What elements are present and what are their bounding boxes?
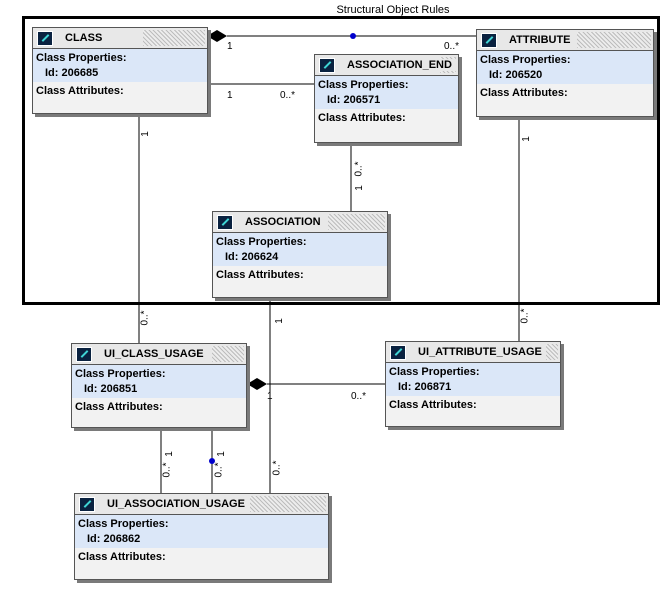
multiplicity-label: 0..*	[139, 310, 151, 326]
multiplicity-label: 0..*	[271, 460, 283, 476]
class-icon	[217, 214, 233, 230]
multiplicity-label: 1	[215, 451, 227, 457]
class-properties-label: Class Properties:	[78, 518, 169, 530]
class-properties-label: Class Properties:	[389, 366, 480, 378]
class-icon	[76, 346, 92, 362]
composition-diamond	[247, 378, 267, 390]
class-name: CLASS	[61, 32, 107, 44]
multiplicity-label: 1	[353, 185, 365, 191]
multiplicity-label: 0..*	[353, 161, 365, 177]
multiplicity-label: 0..*	[280, 90, 296, 101]
multiplicity-label: 1	[227, 41, 233, 52]
class-box-ui-attribute-usage[interactable]: UI_ATTRIBUTE_USAGE Class Properties: Id: …	[385, 341, 561, 427]
class-attributes-label: Class Attributes:	[36, 85, 124, 97]
multiplicity-label: 1	[273, 318, 285, 324]
class-id: Id: 206685	[45, 67, 99, 79]
multiplicity-label: 0..*	[519, 308, 531, 324]
class-name: ASSOCIATION_END	[343, 59, 456, 71]
class-name: UI_ATTRIBUTE_USAGE	[414, 346, 546, 358]
class-icon	[37, 30, 53, 46]
composition-diamond	[207, 30, 227, 42]
class-box-ui-association-usage[interactable]: UI_ASSOCIATION_USAGE Class Properties: Id…	[74, 493, 329, 580]
multiplicity-label: 0..*	[161, 462, 173, 478]
class-name: UI_ASSOCIATION_USAGE	[103, 498, 249, 510]
class-name: ASSOCIATION	[241, 216, 325, 228]
class-id: Id: 206862	[87, 533, 141, 545]
class-attributes-label: Class Attributes:	[75, 401, 163, 413]
class-id: Id: 206624	[225, 251, 279, 263]
class-attributes-label: Class Attributes:	[480, 87, 568, 99]
multiplicity-label: 0..*	[351, 391, 367, 402]
multiplicity-label: 0..*	[444, 41, 460, 52]
multiplicity-label: 1	[163, 451, 175, 457]
class-id: Id: 206571	[327, 94, 381, 106]
class-id: Id: 206871	[398, 381, 452, 393]
class-box-association-end[interactable]: ASSOCIATION_END Class Properties: Id: 206…	[314, 54, 459, 143]
multiplicity-label: 1	[227, 90, 233, 101]
class-name: UI_CLASS_USAGE	[100, 348, 208, 360]
class-attributes-label: Class Attributes:	[216, 269, 304, 281]
class-id: Id: 206851	[84, 383, 138, 395]
multiplicity-label: 0..*	[213, 462, 225, 478]
multiplicity-label: 1	[139, 131, 151, 137]
class-icon	[79, 496, 95, 512]
connector-dot	[209, 458, 215, 464]
class-box-class[interactable]: CLASS Class Properties: Id: 206685 Class …	[32, 27, 208, 114]
class-box-attribute[interactable]: ATTRIBUTE Class Properties: Id: 206520 Cl…	[476, 29, 654, 117]
multiplicity-label: 1	[267, 391, 273, 402]
class-name: ATTRIBUTE	[505, 34, 575, 46]
class-properties-label: Class Properties:	[36, 52, 127, 64]
class-attributes-label: Class Attributes:	[389, 399, 477, 411]
class-box-association[interactable]: ASSOCIATION Class Properties:Id: 206624 …	[212, 211, 388, 298]
class-id: Id: 206520	[489, 69, 543, 81]
class-box-ui-class-usage[interactable]: UI_CLASS_USAGE Class Properties: Id: 2068…	[71, 343, 247, 428]
structural-boundary	[22, 16, 660, 305]
class-properties-label: Class Properties:	[318, 79, 409, 91]
connector-dot	[350, 33, 356, 39]
class-properties-label: Class Properties:	[216, 236, 307, 248]
class-icon	[319, 57, 335, 73]
class-properties-label: Class Properties:	[75, 368, 166, 380]
class-properties-label: Class Properties:	[480, 54, 571, 66]
diagram-title: Structural Object Rules	[336, 4, 450, 16]
class-icon	[481, 32, 497, 48]
class-attributes-label: Class Attributes:	[318, 112, 406, 124]
multiplicity-label: 1	[520, 136, 532, 142]
class-icon	[390, 344, 406, 360]
class-attributes-label: Class Attributes:	[78, 551, 166, 563]
